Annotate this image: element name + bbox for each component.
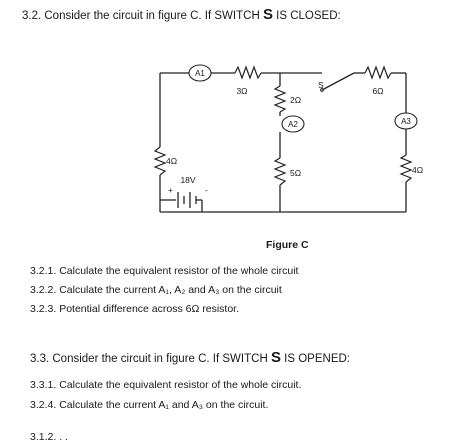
resistor-right-top-6ohm <box>364 65 392 80</box>
figure-caption: Figure C <box>266 239 309 251</box>
ammeter-a2 <box>281 115 305 133</box>
question-3-2-prefix: 3.2. Consider the circuit in figure C. I… <box>22 10 263 22</box>
question-3-3-suffix: IS OPENED: <box>280 353 350 365</box>
question-3-3-switch-letter: S <box>270 349 281 366</box>
item-3-2-3: 3.2.3. Potential difference across 6Ω re… <box>30 303 240 315</box>
question-3-3-prefix: 3.3. Consider the circuit in figure C. I… <box>30 353 271 365</box>
resistor-right-top-6ohm-label: 6Ω <box>372 86 383 96</box>
switch-s-contact <box>320 88 324 92</box>
cutoff-next-item: 3.1.2. . . <box>30 431 68 443</box>
item-3-2-1: 3.2.1. Calculate the equivalent resistor… <box>30 265 299 277</box>
item-3-2-2: 3.2.2. Calculate the current A₁, A₂ and … <box>30 284 282 296</box>
item-3-2-4: 3.2.4. Calculate the current A₁ and A₃ o… <box>30 399 269 411</box>
question-3-3-heading: 3.3. Consider the circuit in figure C. I… <box>30 349 350 366</box>
question-3-2-heading: 3.2. Consider the circuit in figure C. I… <box>22 6 341 23</box>
resistor-middle-5ohm <box>273 157 287 186</box>
question-3-2-switch-letter: S <box>262 6 273 23</box>
battery-plus-sign: + <box>168 185 173 195</box>
resistor-left-4ohm-label: 4Ω <box>166 156 177 166</box>
question-3-2-suffix: IS CLOSED: <box>272 10 341 22</box>
resistor-middle-2ohm <box>273 85 287 113</box>
resistor-middle-2ohm-label: 2Ω <box>290 95 301 105</box>
resistor-right-4ohm-label: 4Ω <box>412 165 423 175</box>
switch-s-blade <box>321 72 355 91</box>
switch-s-label: S <box>318 80 324 90</box>
resistor-right-4ohm <box>399 154 413 183</box>
resistor-left-4ohm <box>153 146 167 176</box>
ammeter-a3-label: A3 <box>401 117 411 126</box>
battery-minus-sign: - <box>205 185 208 195</box>
item-3-3-1: 3.3.1. Calculate the equivalent resistor… <box>30 379 302 391</box>
resistor-middle-5ohm-label: 5Ω <box>290 168 301 178</box>
resistor-top-3ohm-label: 3Ω <box>236 86 247 96</box>
ammeter-a1-label: A1 <box>195 69 205 78</box>
resistor-top-3ohm <box>234 65 262 80</box>
battery-voltage-label: 18V <box>180 175 195 185</box>
ammeter-a2-label: A2 <box>288 120 298 129</box>
